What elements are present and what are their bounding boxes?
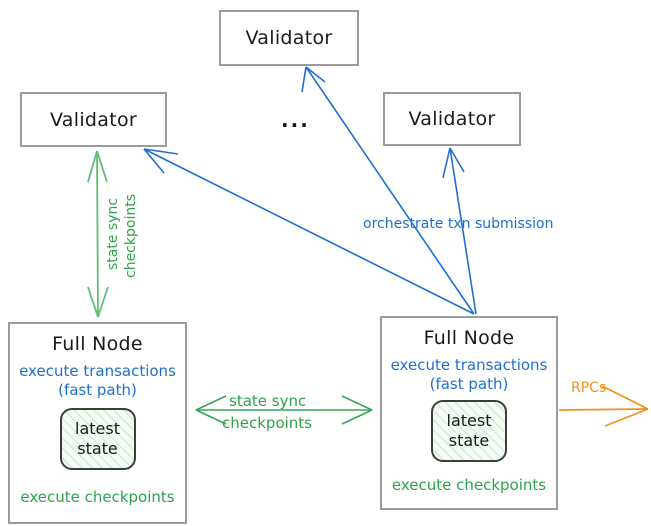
fullnode-left-subtitle-line2: (fast path) [58, 380, 137, 399]
fullnode-left[interactable]: Full Node execute transactions (fast pat… [8, 322, 187, 524]
rpcs-label: RPCs [571, 380, 607, 396]
fullnode-right-latest-state: latest state [431, 399, 507, 462]
fullnode-right-footer: execute checkpoints [391, 475, 547, 494]
fullnode-right[interactable]: Full Node execute transactions (fast pat… [380, 316, 558, 510]
validator-left[interactable]: Validator [20, 92, 167, 147]
fullnode-right-subtitle-line2: (fast path) [429, 374, 509, 393]
validator-left-label: Validator [49, 108, 137, 131]
fullnode-left-subtitle: execute transactions (fast path) [19, 362, 176, 400]
fullnode-left-latest-state: latest state [59, 407, 136, 470]
fullnode-left-state-line2: state [77, 438, 118, 458]
fullnode-left-state-line1: latest [75, 419, 120, 439]
state-sync-vertical-label-line1: state sync [105, 197, 121, 270]
state-sync-vertical-label-line2: checkpoints [123, 194, 139, 278]
validator-top[interactable]: Validator [219, 10, 359, 66]
orchestrate-txn-submission-label: orchestrate txn submission [363, 216, 554, 232]
validators-ellipsis: ... [281, 108, 310, 132]
validator-right[interactable]: Validator [383, 92, 521, 146]
fullnode-left-footer: execute checkpoints [20, 487, 175, 506]
fullnode-right-state-line1: latest [446, 411, 492, 431]
fullnode-right-title: Full Node [423, 327, 515, 349]
fullnode-right-subtitle-line1: execute transactions [390, 356, 548, 374]
fullnode-right-state-line2: state [448, 430, 490, 450]
state-sync-horizontal-label-line1: state sync [229, 392, 307, 410]
validator-right-label: Validator [408, 108, 496, 130]
fullnode-left-title: Full Node [52, 333, 143, 355]
state-sync-horizontal-label-line2: checkpoints [222, 414, 312, 432]
fullnode-left-subtitle-line1: execute transactions [19, 362, 176, 380]
fullnode-right-subtitle: execute transactions (fast path) [391, 356, 548, 394]
validator-top-label: Validator [245, 27, 333, 49]
